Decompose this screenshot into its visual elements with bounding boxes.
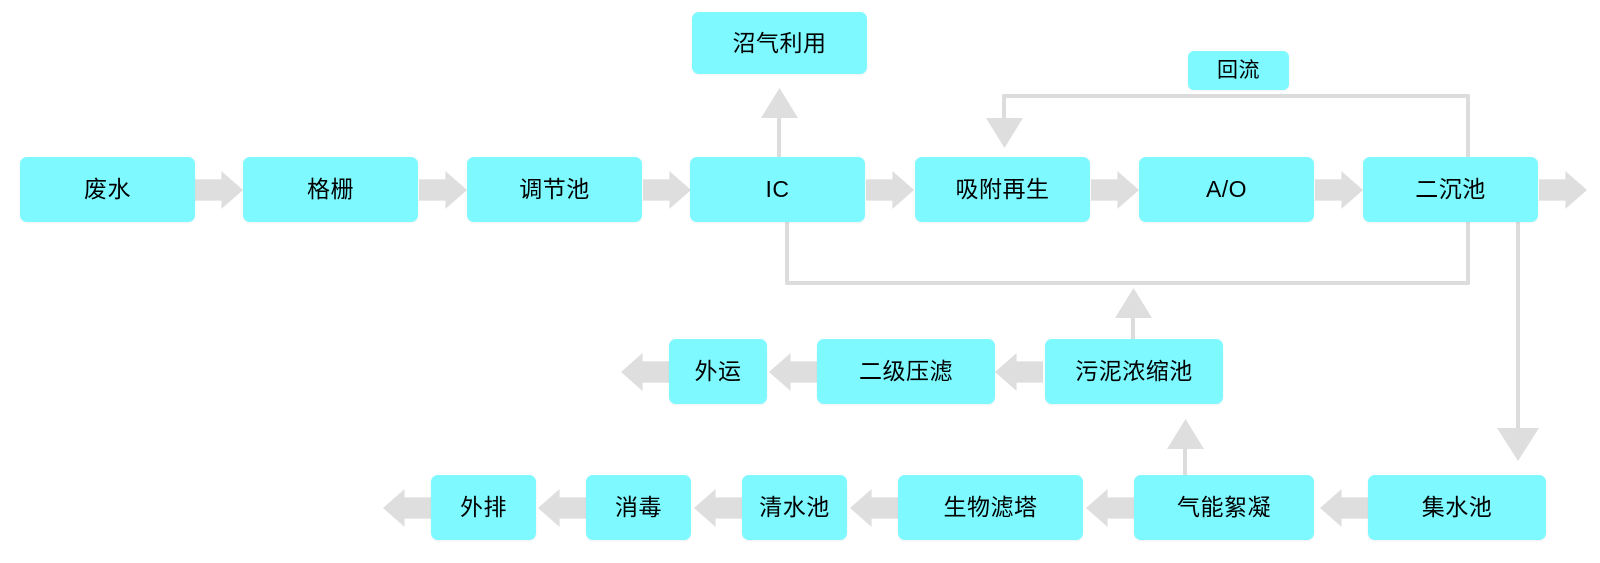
node-label: 生物滤塔 — [943, 494, 1038, 520]
node-air-flocculation[interactable]: 气能絮凝 — [1134, 475, 1314, 540]
arrow-discharge-outflow — [383, 489, 431, 527]
node-discharge[interactable]: 外排 — [431, 475, 536, 540]
arrow-ao-to-erchenchi — [1315, 171, 1363, 209]
node-label: 沼气利用 — [732, 29, 827, 56]
arrow-disinfection-to-discharge — [538, 489, 586, 527]
node-label: 二沉池 — [1415, 176, 1486, 202]
arrow-sump-to-flocculation — [1320, 489, 1368, 527]
node-ao-process[interactable]: A/O — [1139, 157, 1314, 222]
arrow-thickener-to-filterpress — [995, 353, 1043, 391]
node-collection-tank[interactable]: 集水池 — [1368, 475, 1546, 540]
node-disinfection[interactable]: 消毒 — [586, 475, 691, 540]
node-label: A/O — [1205, 176, 1248, 202]
arrow-biofilter-to-cleanwater — [850, 489, 898, 527]
node-label: 调节池 — [519, 176, 590, 202]
node-secondary-filter-press[interactable]: 二级压滤 — [817, 339, 995, 404]
node-label: 回流 — [1217, 59, 1260, 82]
node-reflux-label[interactable]: 回流 — [1188, 51, 1289, 90]
arrow-tiaojiechi-to-ic — [643, 171, 691, 209]
node-clean-water-tank[interactable]: 清水池 — [742, 475, 847, 540]
node-label: 外排 — [460, 494, 507, 520]
node-secondary-clarifier[interactable]: 二沉池 — [1363, 157, 1538, 222]
node-ic-reactor[interactable]: IC — [690, 157, 865, 222]
arrow-haulaway-outflow — [621, 353, 669, 391]
arrowhead-clarifier-to-sump — [1497, 428, 1539, 461]
node-label: 气能絮凝 — [1177, 494, 1271, 520]
node-equalization-tank[interactable]: 调节池 — [467, 157, 642, 222]
arrow-flocculation-to-biofilter — [1086, 489, 1134, 527]
arrowhead-reflux-to-xifuzaisheng — [986, 118, 1023, 148]
node-wastewater[interactable]: 废水 — [20, 157, 195, 222]
node-label: 二级压滤 — [859, 358, 953, 384]
arrow-cleanwater-to-disinfection — [694, 489, 742, 527]
node-label: 废水 — [84, 176, 131, 202]
arrowhead-ic-to-biogas — [761, 88, 798, 118]
node-biological-filter-tower[interactable]: 生物滤塔 — [898, 475, 1083, 540]
arrow-erchenchi-outflow — [1539, 171, 1587, 209]
arrow-ic-to-xifuzaisheng — [866, 171, 914, 209]
node-label: 格栅 — [307, 176, 354, 202]
node-label: 集水池 — [1421, 494, 1493, 520]
arrow-xifuzaisheng-to-ao — [1091, 171, 1139, 209]
arrow-gezha-to-tiaojiechi — [419, 171, 467, 209]
node-label: 污泥浓缩池 — [1075, 358, 1193, 384]
arrowhead-thickener-to-sludgeloop — [1115, 288, 1152, 318]
node-sludge-thickening-tank[interactable]: 污泥浓缩池 — [1045, 339, 1223, 404]
node-grating[interactable]: 格栅 — [243, 157, 418, 222]
arrow-feishui-to-gezha — [195, 171, 243, 209]
arrowhead-flocculation-to-thickener — [1167, 419, 1204, 449]
arrow-filterpress-to-haulaway — [769, 353, 817, 391]
node-haul-away[interactable]: 外运 — [669, 339, 767, 404]
node-biogas-utilization[interactable]: 沼气利用 — [692, 12, 867, 74]
node-label: 吸附再生 — [955, 176, 1050, 202]
node-adsorption-regeneration[interactable]: 吸附再生 — [915, 157, 1090, 222]
node-label: 外运 — [694, 358, 742, 384]
node-label: IC — [765, 176, 790, 202]
node-label: 清水池 — [759, 494, 830, 520]
node-label: 消毒 — [615, 494, 662, 520]
